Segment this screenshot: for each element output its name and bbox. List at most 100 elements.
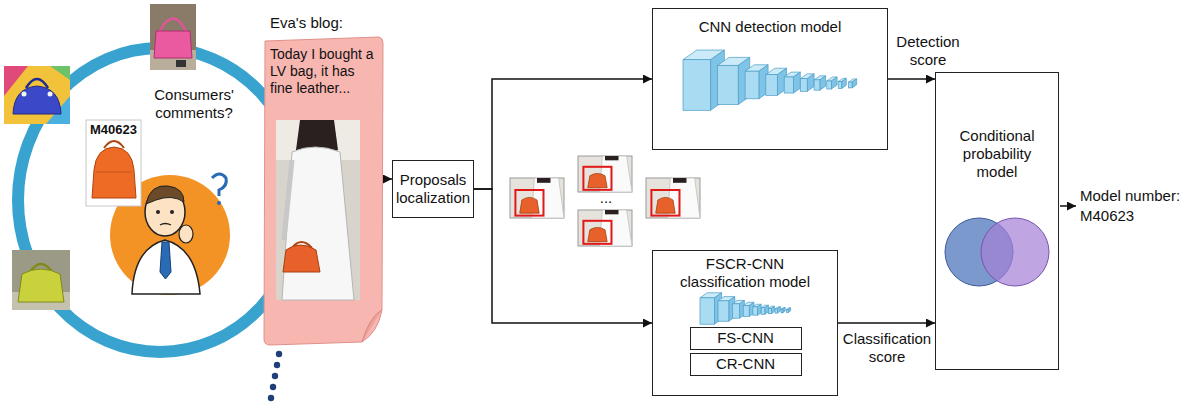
layer-front	[768, 308, 771, 313]
layer-front	[745, 71, 759, 99]
bag-body	[92, 147, 136, 198]
cartoon-eye	[156, 210, 160, 214]
thumbnail-bag	[588, 227, 607, 241]
bag-photo	[4, 66, 70, 124]
bag-seam	[96, 172, 132, 173]
cnn-icon	[700, 293, 791, 324]
model-box: Conditional probability model	[935, 72, 1059, 370]
output-label: Model number: M40623	[1080, 186, 1188, 226]
layer-side	[765, 305, 769, 314]
layer-front	[775, 309, 777, 313]
layer-front	[814, 80, 820, 90]
layer-side	[788, 308, 790, 313]
box-label: FS-CNN	[693, 329, 799, 347]
layer-front	[718, 301, 729, 321]
layer-front	[781, 309, 783, 313]
submodule-box: CR-CNN	[690, 353, 802, 376]
proposal-thumbnail	[578, 210, 632, 246]
note-heading: Eva's blog:	[262, 12, 384, 32]
bag-body	[154, 31, 192, 58]
box-title: CNN detection model	[661, 18, 879, 36]
thumbnail-photo	[510, 178, 564, 218]
blog-photo	[276, 120, 360, 300]
layer-front	[718, 65, 739, 104]
thumbnail-hair	[537, 178, 551, 183]
layer-side	[807, 74, 814, 91]
proposal-frame	[583, 167, 611, 190]
proposal-thumbnail	[510, 178, 564, 218]
question-symbol	[212, 174, 226, 196]
bag-charm	[48, 92, 53, 97]
layer-front	[784, 77, 793, 93]
thumbnail-photo	[646, 178, 700, 218]
cartoon-hair	[146, 186, 184, 204]
process-box: Proposals localization	[392, 160, 474, 218]
layer-side	[771, 306, 774, 314]
layer-front	[800, 79, 807, 92]
cartoon-shirt	[132, 240, 200, 294]
ellipsis: ...	[592, 190, 620, 206]
layer-side	[783, 308, 785, 313]
model-tag: M40623	[87, 122, 140, 137]
layer-side	[852, 79, 857, 88]
note-text: Today I bought a LV bag, it has fine lea…	[262, 32, 384, 97]
layer-side	[842, 78, 847, 88]
layer-front	[761, 308, 765, 315]
layer-front	[838, 82, 841, 89]
thumbnail-bag	[520, 197, 539, 213]
layer-side	[831, 77, 837, 89]
thumbnail-photo	[578, 156, 632, 192]
thumbnail-hair	[605, 156, 619, 160]
bag-handle	[160, 19, 186, 32]
question-symbol	[217, 201, 221, 205]
layer-front	[743, 306, 749, 317]
photo-arm	[284, 160, 292, 240]
thumbnail-hair	[605, 210, 619, 214]
box-title: Conditional probability model	[942, 127, 1052, 181]
bag-body	[18, 269, 64, 302]
bag-photo-pattern	[50, 66, 70, 80]
continuation-dot	[270, 384, 276, 390]
cnn-icon	[683, 50, 857, 110]
box-label: Proposals localization	[395, 171, 471, 207]
output-arrow	[1060, 205, 1076, 207]
bag-photo	[12, 250, 70, 310]
bag-charm	[22, 92, 27, 97]
flow-arrow	[838, 322, 935, 324]
edge-label: Classification score	[840, 330, 934, 366]
box-label: CR-CNN	[693, 355, 799, 373]
cartoon-mouth	[160, 224, 171, 226]
proposal-thumbnail	[646, 178, 700, 218]
continuation-dot	[272, 373, 278, 379]
layer-side	[758, 304, 762, 315]
continuation-dot	[268, 395, 274, 401]
model-box: FS-CNN CR-CNN FSCR-CNN classification mode…	[652, 250, 838, 396]
proposal-frame	[583, 221, 611, 244]
thumbnail-hair	[673, 178, 687, 183]
proposal-thumbnail	[578, 156, 632, 192]
thumbnail-bag	[588, 173, 607, 187]
submodule-box: FS-CNN	[690, 327, 802, 350]
layer-front	[753, 307, 758, 315]
proposal-frame	[515, 190, 543, 216]
layer-front	[700, 298, 714, 324]
proposal-frame	[651, 190, 679, 216]
layer-front	[766, 75, 778, 96]
edge-label: Detection score	[892, 33, 964, 69]
product-card	[86, 120, 141, 206]
layer-front	[683, 60, 711, 111]
cartoon-eye	[170, 210, 174, 214]
layer-side	[777, 307, 780, 313]
bag-photo	[150, 4, 196, 70]
bag-body	[283, 245, 320, 272]
cartoon-hand	[179, 225, 193, 243]
layer-side	[793, 72, 800, 93]
note-curl	[362, 310, 382, 342]
layer-front	[849, 82, 852, 88]
box-title: FSCR-CNN classification model	[673, 255, 817, 291]
continuation-dot	[276, 351, 282, 357]
layer-front	[827, 81, 832, 89]
layer-side	[820, 76, 826, 90]
thumbnail-photo	[578, 210, 632, 246]
